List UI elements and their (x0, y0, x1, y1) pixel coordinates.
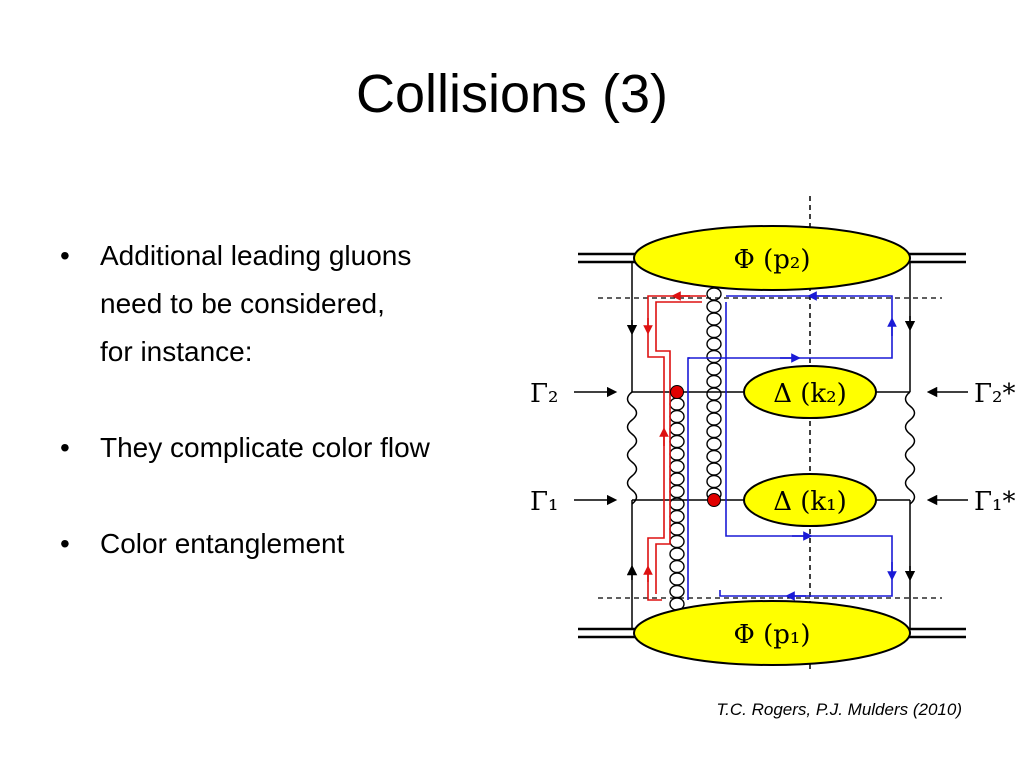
gluon-vertex-dot (670, 385, 684, 399)
blob-label-top: Φ (p₂) (734, 245, 811, 275)
gluon-line (669, 397, 685, 611)
quark-lines (626, 262, 916, 630)
vertex-label-gamma1-star: Γ₁* (974, 487, 1015, 517)
gluon-loop (669, 584, 685, 599)
gluon-loop (669, 447, 685, 461)
gluon-loop (706, 312, 722, 326)
bullet-line: They complicate color flow (100, 432, 430, 463)
photon-line (626, 391, 638, 505)
blue-color-flow (687, 291, 897, 601)
gluon-loop (706, 424, 722, 439)
bullet-dot-icon: • (60, 528, 70, 559)
gluon-loop (669, 547, 685, 561)
vertex-label-gamma2: Γ₂ (530, 379, 558, 409)
gluon-loop (706, 374, 722, 389)
gluon-loop (669, 422, 685, 436)
blob-label-lower: Δ (k₁) (773, 487, 847, 517)
gluon-line (706, 287, 722, 501)
bullet-line: Additional leading gluons (100, 240, 412, 271)
gluon-loop (669, 534, 685, 549)
gluon-loop (706, 412, 722, 426)
gluon-loop (706, 287, 722, 301)
gluon-loop (706, 349, 722, 364)
gluon-loop (706, 387, 722, 401)
photon-line (904, 391, 916, 505)
gluon-loop (669, 484, 685, 499)
vertex-label-gamma1: Γ₁ (530, 487, 558, 517)
blob-label-bottom: Φ (p₁) (734, 620, 811, 650)
gluon-loop (706, 437, 722, 451)
gluon-loop (669, 559, 685, 574)
gluon-loop (669, 572, 685, 586)
fragmentation-blob-upper (743, 365, 877, 419)
gluon-vertex-dot (707, 493, 721, 507)
gluon-loop (706, 399, 722, 414)
gluon-loop (669, 397, 685, 411)
gluon-loop (706, 324, 722, 339)
bullet-line: Color entanglement (100, 528, 345, 559)
bullet-dot-icon: • (60, 432, 70, 463)
image-credit: T.C. Rogers, P.J. Mulders (2010) (716, 700, 962, 719)
gluon-loop (669, 472, 685, 486)
bullet-item: • Color entanglement (56, 520, 526, 568)
bullet-line: need to be considered, (100, 288, 385, 319)
gluon-loop (706, 337, 722, 351)
hadron-lines (578, 252, 966, 639)
vertex-label-gamma2-star: Γ₂* (974, 379, 1015, 409)
bullet-line: for instance: (100, 336, 253, 367)
bullet-dot-icon: • (60, 240, 70, 271)
gluon-loop (706, 299, 722, 314)
gluon-loop (706, 449, 722, 464)
bullet-item: • Additional leading gluons need to be c… (56, 232, 526, 376)
distribution-blob-bottom (633, 600, 911, 666)
gluon-loop (669, 459, 685, 474)
bullet-list: • Additional leading gluons need to be c… (56, 232, 526, 568)
gluon-loop (706, 462, 722, 476)
feynman-diagram: Φ (p₂) Φ (p₁) Δ (k₂) Δ (k₁) Γ₂ Γ₁ Γ₂* Γ₁… (530, 196, 1015, 672)
bullet-item: • They complicate color flow (56, 424, 526, 472)
red-color-flow (643, 291, 706, 601)
fragmentation-blob-lower (743, 473, 877, 527)
vertex-arrows (574, 386, 968, 506)
gluon-loop (669, 409, 685, 424)
blob-label-upper: Δ (k₂) (773, 379, 847, 409)
gluon-loop (669, 509, 685, 524)
gluon-loop (706, 362, 722, 376)
slide-title: Collisions (3) (355, 64, 669, 124)
gluon-loop (706, 474, 722, 489)
gluon-loop (669, 434, 685, 449)
gluon-loop (669, 522, 685, 536)
distribution-blob-top (633, 225, 911, 291)
